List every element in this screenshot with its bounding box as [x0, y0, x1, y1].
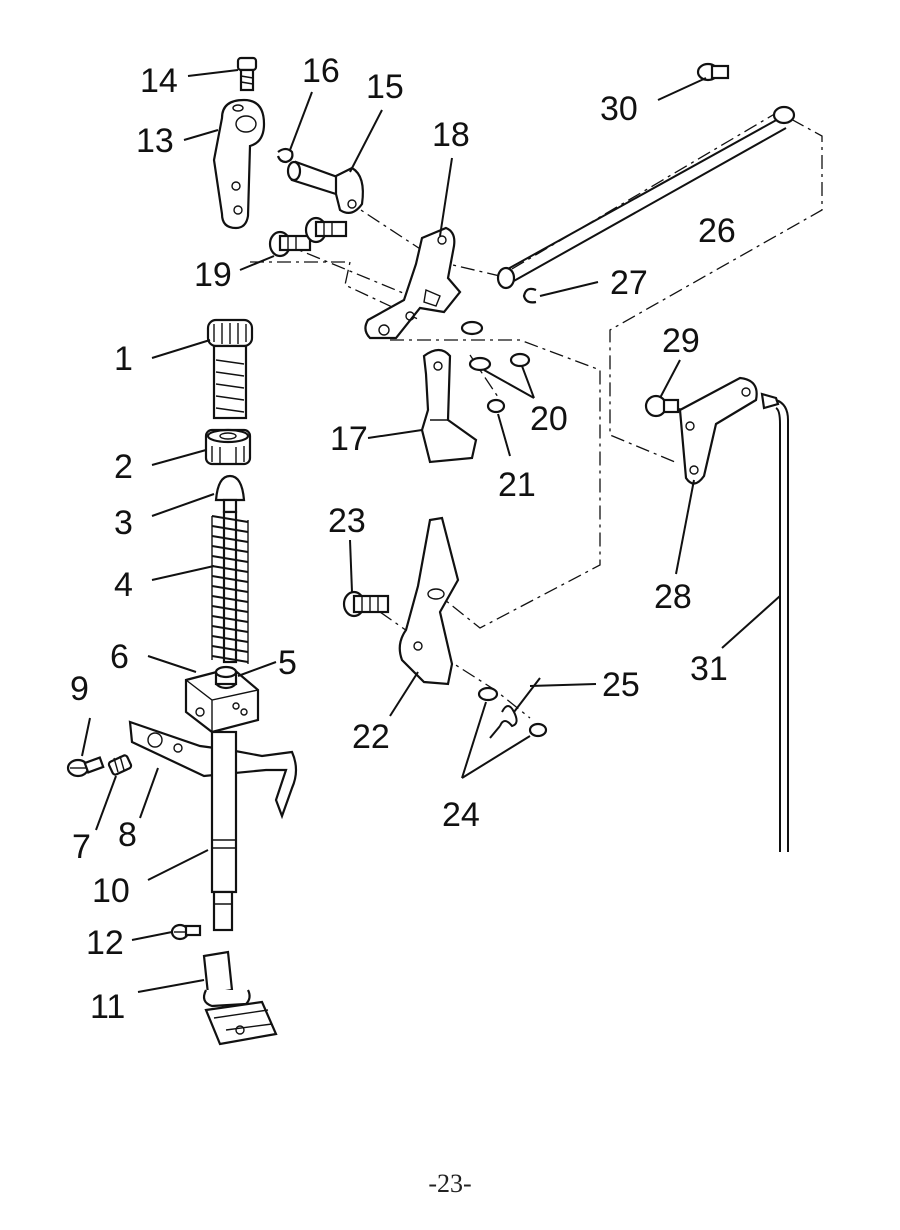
- callout-4: 4: [114, 566, 133, 604]
- callout-13: 13: [136, 122, 174, 160]
- part-21-e-ring: [486, 398, 506, 414]
- callout-16: 16: [302, 52, 340, 90]
- callout-19: 19: [194, 256, 232, 294]
- lower-lever-assembly: [342, 516, 548, 739]
- callout-21: 21: [498, 466, 536, 504]
- callout-17: 17: [330, 420, 368, 458]
- callout-24: 24: [442, 796, 480, 834]
- callout-1: 1: [114, 340, 133, 378]
- callout-30: 30: [600, 90, 638, 128]
- callout-14: 14: [140, 62, 178, 100]
- part-1-adjusting-screw: [206, 318, 254, 420]
- part-18-link-plate: [364, 226, 462, 340]
- part-20-e-rings: [460, 320, 531, 372]
- callout-7: 7: [72, 828, 91, 866]
- callout-12: 12: [86, 924, 124, 962]
- part-13-hand-lifter: [212, 98, 266, 230]
- callout-28: 28: [654, 578, 692, 616]
- callout-8: 8: [118, 816, 137, 854]
- part-10-presser-bar: [210, 730, 238, 932]
- part-19-stud-screws: [268, 216, 348, 258]
- part-28-bell-crank: [678, 376, 758, 485]
- right-link-assembly: [496, 62, 796, 852]
- part-12-screw: [170, 923, 202, 941]
- part-27-e-ring: [522, 287, 537, 304]
- callout-25: 25: [602, 666, 640, 704]
- part-30-screw: [696, 62, 730, 82]
- callout-6: 6: [110, 638, 129, 676]
- callout-18: 18: [432, 116, 470, 154]
- page-number: -23-: [428, 1169, 471, 1198]
- callout-27: 27: [610, 264, 648, 302]
- callout-20: 20: [530, 400, 568, 438]
- part-3-spring-guide: [214, 474, 246, 514]
- part-6-bar-guide-bracket: [184, 665, 260, 734]
- callout-3: 3: [114, 504, 133, 542]
- part-17-hook-lever: [420, 348, 478, 464]
- part-23-stud-screw: [342, 590, 390, 618]
- part-9-screw: [66, 756, 105, 778]
- part-7-set-screw: [107, 754, 133, 776]
- leader-lines: [81, 69, 781, 993]
- callout-5: 5: [278, 644, 297, 682]
- center-link-assembly: [364, 226, 531, 464]
- part-2-nut: [204, 428, 252, 466]
- callout-10: 10: [92, 872, 130, 910]
- part-16-e-ring: [276, 147, 294, 164]
- part-24-washer-rings: [477, 686, 548, 738]
- callout-22: 22: [352, 718, 390, 756]
- part-15-lifter-shaft: [286, 160, 364, 215]
- presser-bar-assembly: [66, 318, 298, 1046]
- part-29-screw: [644, 394, 680, 418]
- part-4-spring: [211, 510, 249, 664]
- part-22-lever: [398, 516, 460, 686]
- callout-2: 2: [114, 448, 133, 486]
- callout-11: 11: [90, 988, 125, 1026]
- part-31-rod: [760, 392, 789, 852]
- callout-26: 26: [698, 212, 736, 250]
- callout-labels: 1 2 3 4 5 6 7 8 9 10 11 12 13 14 15 16 1…: [70, 52, 736, 1026]
- part-26-link-rod: [496, 105, 796, 290]
- callout-9: 9: [70, 670, 89, 708]
- part-25-spring: [489, 677, 541, 739]
- callout-31: 31: [690, 650, 728, 688]
- callout-23: 23: [328, 502, 366, 540]
- part-14-screw: [236, 56, 258, 92]
- callout-29: 29: [662, 322, 700, 360]
- callout-15: 15: [366, 68, 404, 106]
- part-11-presser-foot: [202, 950, 278, 1046]
- lifting-lever-assembly: [212, 56, 364, 258]
